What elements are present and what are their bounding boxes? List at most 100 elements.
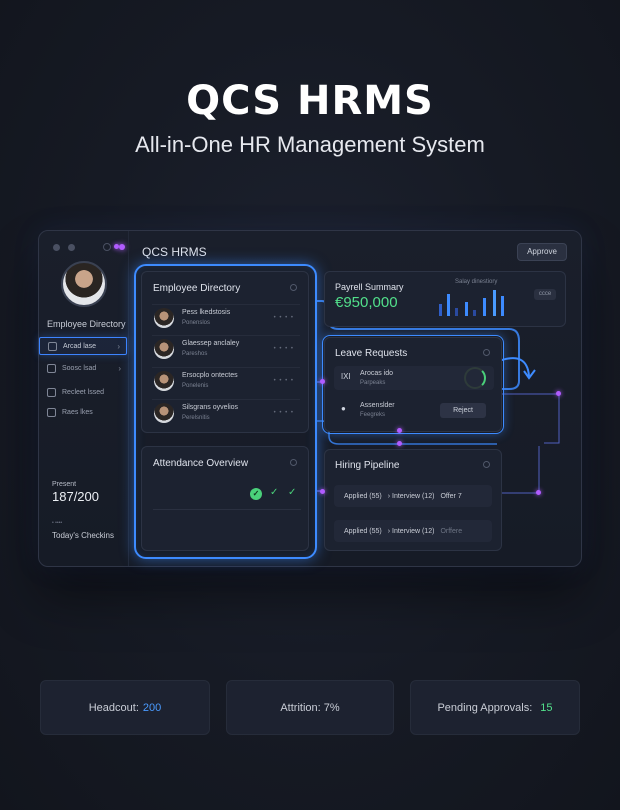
employee-name: Glaessep anclaley bbox=[182, 340, 240, 347]
avatar bbox=[154, 308, 174, 328]
highlight-frame bbox=[134, 264, 317, 559]
sidebar-item-label: Arcad lase bbox=[63, 342, 97, 350]
payroll-value: €950,000 bbox=[335, 294, 398, 311]
check-icon: ✓ bbox=[288, 487, 297, 498]
applied-count: Applied (55) bbox=[344, 527, 382, 535]
chevron-right-icon: › bbox=[118, 363, 121, 373]
interview-count: › Interview (12) bbox=[387, 492, 435, 500]
chart-bar bbox=[465, 302, 468, 316]
present-value: 187/200 bbox=[52, 489, 99, 504]
attrition-stat: Attrition: 7% bbox=[226, 680, 394, 735]
employee-role: Ponelenis bbox=[182, 383, 209, 389]
employee-directory-card: Employee Directory Pess lkedstosis Ponen… bbox=[141, 271, 309, 433]
todays-checkins-label: Today's Checkins bbox=[52, 531, 114, 540]
card-title: Employee Directory bbox=[153, 283, 241, 294]
employee-name: Pess lkedstosis bbox=[182, 309, 231, 316]
more-icon[interactable]: • • • • bbox=[273, 315, 294, 321]
chart-bar bbox=[493, 290, 496, 316]
offer-count: Orffere bbox=[440, 527, 463, 535]
app-window: Employee Directory Arcad lase › Soosc ls… bbox=[38, 230, 582, 567]
divider bbox=[153, 509, 301, 510]
more-icon[interactable]: • • • • bbox=[273, 378, 294, 384]
stat-label: Attrition: 7% bbox=[280, 701, 340, 714]
sidebar-item-label: Recleet lssed bbox=[62, 388, 105, 396]
avatar[interactable] bbox=[61, 261, 107, 307]
table-row[interactable]: Ersocplo ontectes Ponelenis • • • • bbox=[152, 367, 300, 393]
more-icon[interactable] bbox=[483, 349, 490, 356]
sidebar-item-label: Soosc lsad bbox=[62, 364, 97, 372]
more-icon[interactable] bbox=[290, 284, 297, 291]
window-ring-icon bbox=[103, 243, 111, 251]
progress-ring-icon bbox=[464, 367, 486, 389]
status-dot-icon bbox=[119, 244, 125, 250]
more-icon[interactable]: • • • • bbox=[273, 410, 294, 416]
connector-node bbox=[397, 441, 402, 446]
home-icon bbox=[47, 387, 56, 397]
window-dot-icon[interactable] bbox=[68, 243, 75, 251]
stat-value: 200 bbox=[142, 701, 162, 714]
user-icon: ● bbox=[341, 404, 346, 413]
sidebar-heading: Employee Directory bbox=[47, 319, 126, 329]
calendar-icon: ǀXǀ bbox=[341, 372, 351, 381]
employee-role: Ponenslos bbox=[182, 320, 211, 326]
connector-node bbox=[536, 490, 541, 495]
more-icon[interactable] bbox=[483, 461, 490, 468]
pending-approvals-stat: Pending Approvals: 15 bbox=[410, 680, 580, 735]
present-label: Present bbox=[52, 481, 77, 488]
payroll-bar-chart bbox=[437, 290, 509, 316]
employee-name: Silsgrans oyvelios bbox=[182, 404, 239, 411]
avatar bbox=[154, 403, 174, 423]
stat-label: Pending Approvals: bbox=[437, 701, 533, 714]
employee-role: Perelsnitis bbox=[182, 415, 210, 421]
reject-button[interactable]: Reject bbox=[440, 403, 486, 418]
window-controls bbox=[53, 243, 125, 251]
employee-name: Ersocplo ontectes bbox=[182, 372, 238, 379]
approve-button[interactable]: Approve bbox=[517, 243, 567, 261]
chart-bar bbox=[447, 294, 450, 316]
card-title: Hiring Pipeline bbox=[335, 460, 400, 471]
check-icon: ✓ bbox=[270, 487, 279, 498]
card-title: Leave Requests bbox=[335, 348, 408, 359]
table-row[interactable]: Silsgrans oyvelios Perelsnitis • • • • bbox=[152, 399, 300, 425]
sidebar-item-2[interactable]: Soosc lsad › bbox=[39, 359, 127, 377]
pipeline-row[interactable]: Applied (55) › Interview (12) Orffere bbox=[334, 520, 492, 542]
list-item[interactable]: ǀXǀ Arocas ido Parpeaks bbox=[334, 366, 494, 390]
highlight-frame bbox=[322, 335, 504, 434]
more-icon[interactable] bbox=[290, 459, 297, 466]
user-icon bbox=[48, 341, 57, 351]
chart-bar bbox=[455, 308, 458, 316]
sidebar-item-3[interactable]: Recleet lssed bbox=[39, 383, 127, 401]
payroll-summary-card: Payrell Summary €950,000 Salay dinestior… bbox=[324, 271, 566, 327]
connector-node bbox=[114, 244, 119, 249]
hiring-pipeline-card: Hiring Pipeline Applied (55) › Interview… bbox=[324, 449, 502, 551]
applied-count: Applied (55) bbox=[344, 492, 382, 500]
pipeline-row[interactable]: Applied (55) › Interview (12) Offer 7 bbox=[334, 485, 492, 507]
chart-bar bbox=[483, 298, 486, 316]
interview-count: › Interview (12) bbox=[387, 527, 435, 535]
attendance-card: Attendance Overview ✓ ✓ ✓ bbox=[141, 446, 309, 551]
sidebar-item-1[interactable]: Arcad lase › bbox=[39, 337, 127, 355]
building-icon bbox=[47, 407, 56, 417]
id-card-icon bbox=[47, 363, 56, 373]
card-title: Attendance Overview bbox=[153, 458, 249, 469]
offer-count: Offer 7 bbox=[440, 492, 462, 500]
table-row[interactable]: Glaessep anclaley Pareshos • • • • bbox=[152, 335, 300, 361]
sidebar-item-4[interactable]: Raes lkes bbox=[39, 403, 127, 421]
connector-node bbox=[556, 391, 561, 396]
table-row[interactable]: Pess lkedstosis Ponenslos • • • • bbox=[152, 304, 300, 330]
payroll-action-button[interactable]: ccce bbox=[534, 289, 556, 300]
chart-bar bbox=[439, 304, 442, 316]
stat-value: 15 bbox=[540, 701, 553, 714]
check-circle-icon: ✓ bbox=[250, 488, 262, 500]
chart-bar bbox=[473, 310, 476, 316]
list-item[interactable]: ● Assenslder Feegreks Reject bbox=[334, 398, 494, 422]
connector-node bbox=[320, 489, 325, 494]
headcount-stat: Headcout: 200 bbox=[40, 680, 210, 735]
window-dot-icon[interactable] bbox=[53, 243, 60, 251]
leave-requests-card: Leave Requests ǀXǀ Arocas ido Parpeaks ●… bbox=[324, 337, 502, 432]
card-title: Payrell Summary bbox=[335, 282, 404, 292]
more-icon[interactable]: • • • • bbox=[273, 346, 294, 352]
hero-title: QCS HRMS bbox=[186, 78, 434, 124]
leave-status: Parpeaks bbox=[360, 380, 386, 386]
leave-requester: Assenslder bbox=[360, 402, 395, 409]
